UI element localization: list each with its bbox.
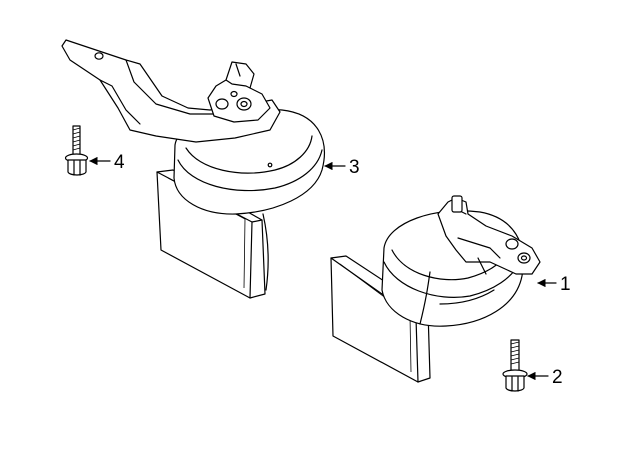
bolt-4: [64, 125, 89, 176]
callout-3-label: 3: [349, 157, 360, 178]
callout-3: 3: [324, 157, 360, 178]
horn-1: [330, 195, 541, 383]
callout-2-label: 2: [552, 367, 563, 388]
callout-1-label: 1: [560, 274, 571, 295]
bolt-2: [502, 339, 528, 392]
callout-4-label: 4: [114, 152, 125, 173]
callout-1: 1: [537, 274, 571, 295]
callout-2: 2: [527, 367, 563, 388]
horn-3: [61, 39, 325, 299]
callout-4: 4: [89, 152, 125, 173]
